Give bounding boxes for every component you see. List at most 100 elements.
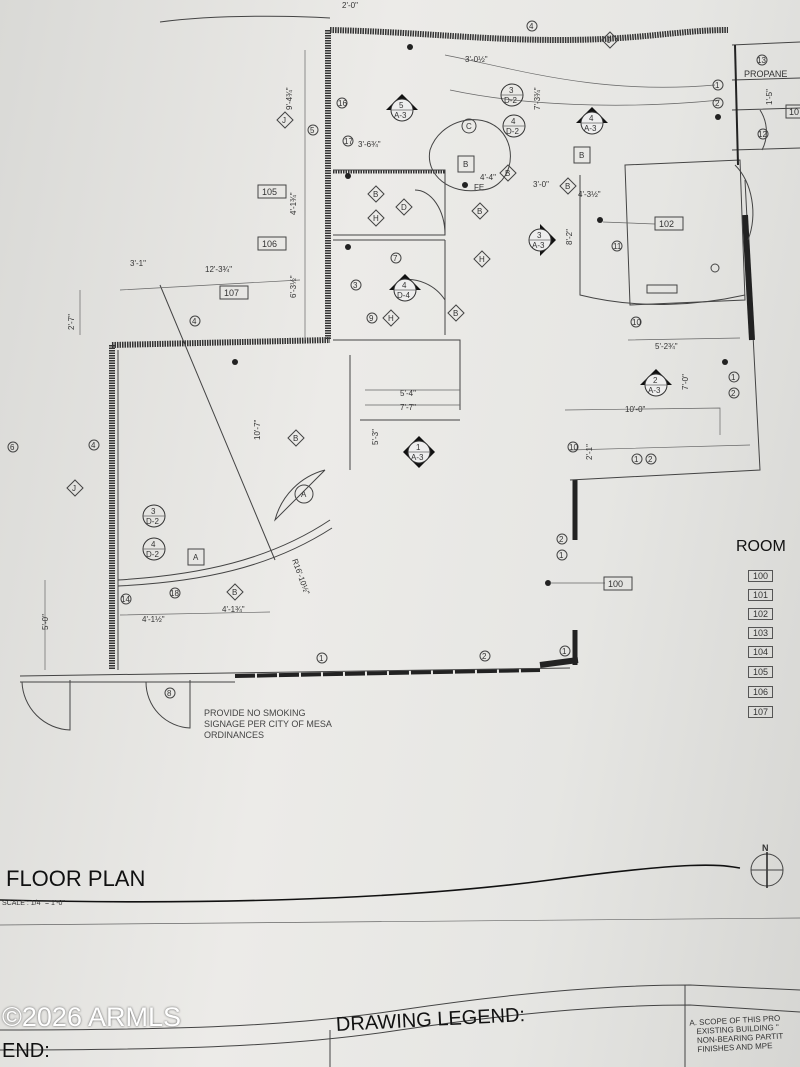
room-schedule-item: 107 [748, 706, 774, 718]
svg-text:A-3: A-3 [532, 241, 545, 250]
dimension-label: 2'-7" [67, 314, 76, 330]
dimension-label: 5'-4" [400, 389, 416, 398]
svg-text:B: B [373, 190, 378, 199]
svg-text:3: 3 [537, 231, 542, 240]
dimension-label: 10'-0" [625, 405, 646, 414]
fire-extinguisher-label: FE [474, 183, 484, 192]
svg-text:C: C [466, 122, 472, 131]
keynote-markers: 4 16 17 5 3 7 9 4 1 2 11 10 1 2 10 1 2 2… [7, 20, 769, 699]
svg-text:8: 8 [167, 689, 172, 698]
dimension-label: 2'-1" [585, 444, 594, 460]
svg-text:7: 7 [393, 254, 398, 263]
svg-text:H: H [373, 214, 379, 223]
section-markers: 5A-3 3D-2 4D-2 4A-3 3A-3 4D-4 2A-3 1A-3 … [142, 83, 672, 561]
room-schedule-item: 103 [748, 627, 774, 639]
svg-text:D-2: D-2 [146, 550, 159, 559]
svg-text:5: 5 [310, 126, 315, 135]
svg-text:A-3: A-3 [411, 453, 424, 462]
svg-text:B: B [293, 434, 298, 443]
svg-text:1: 1 [562, 647, 567, 656]
svg-text:4: 4 [91, 441, 96, 450]
svg-text:A-3: A-3 [394, 111, 407, 120]
entry-door [21, 680, 71, 731]
dimension-label: 6'-3½" [289, 275, 298, 298]
dimension-label: 1'-5" [765, 89, 774, 105]
room-107-wall [111, 337, 331, 348]
svg-text:3: 3 [151, 507, 156, 516]
room-schedule-item: 105 [748, 666, 774, 678]
north-arrow-icon: N [750, 843, 784, 888]
svg-text:D-4: D-4 [397, 291, 410, 300]
svg-text:14: 14 [121, 595, 130, 604]
dimension-label: 7'-3¾" [533, 87, 542, 110]
dimension-label: 3'-1" [130, 259, 146, 268]
svg-text:1: 1 [319, 654, 324, 663]
svg-text:J: J [282, 116, 286, 125]
dimension-labels: 2'-0" 9'-4¾" 3'-6¾" 4'-1¾" 6'-3½" 3'-1" … [41, 1, 774, 630]
svg-text:4: 4 [529, 22, 534, 31]
drawing-title: FLOOR PLAN [6, 866, 146, 891]
svg-text:1: 1 [715, 81, 720, 90]
svg-text:H: H [388, 314, 394, 323]
svg-text:6: 6 [10, 443, 15, 452]
svg-text:10: 10 [569, 443, 578, 452]
svg-text:A: A [301, 490, 307, 499]
propane-label: PROPANE [744, 69, 787, 79]
legend-left-heading: END: [2, 1040, 50, 1062]
dimension-label: 12'-3¾" [205, 265, 232, 274]
svg-text:17: 17 [344, 137, 353, 146]
dimension-label: 4'-1¾" [289, 192, 298, 215]
svg-text:2: 2 [731, 389, 736, 398]
dimension-label: 4'-3½" [578, 190, 601, 199]
svg-text:5: 5 [399, 101, 404, 110]
svg-text:B: B [232, 588, 237, 597]
svg-text:4: 4 [511, 117, 516, 126]
svg-text:16: 16 [338, 99, 347, 108]
dimension-label: 3'-0" [533, 180, 549, 189]
svg-text:A: A [193, 553, 199, 562]
svg-text:1: 1 [416, 443, 421, 452]
general-notes: A. SCOPE OF THIS PRO EXISTING BUILDING "… [689, 1013, 784, 1055]
door-8 [145, 680, 191, 729]
dimension-label: 7'-7" [400, 403, 416, 412]
svg-text:9: 9 [369, 314, 374, 323]
room-tag-10x: 10 [789, 107, 799, 117]
svg-text:4: 4 [402, 281, 407, 290]
svg-text:2: 2 [648, 455, 653, 464]
dimension-label: 8'-2" [565, 229, 574, 245]
dimension-label: 4'-4" [480, 173, 496, 182]
svg-text:3: 3 [509, 86, 514, 95]
dimension-label: 9'-4¾" [285, 87, 294, 110]
svg-text:J: J [607, 36, 611, 45]
svg-text:2: 2 [559, 535, 564, 544]
svg-text:3: 3 [353, 281, 358, 290]
svg-text:D-2: D-2 [504, 96, 517, 105]
svg-text:B: B [505, 169, 510, 178]
watermark: ©2026 ARMLS [2, 1002, 181, 1032]
room-tag-102: 102 [659, 219, 674, 229]
svg-text:1: 1 [634, 455, 639, 464]
dimension-label: 3'-0½" [465, 55, 488, 64]
drawing-scale: SCALE : 1/4" = 1'-0" [2, 900, 65, 907]
door-tags: B D H B H B B H C B A B B J J J A B B [66, 31, 619, 601]
svg-text:D-2: D-2 [146, 517, 159, 526]
svg-text:18: 18 [170, 589, 179, 598]
dimension-label: 4'-1¾" [222, 605, 245, 614]
north-wall [329, 27, 729, 44]
svg-text:10: 10 [632, 318, 641, 327]
dimension-label: 10'-7" [253, 419, 262, 440]
svg-text:4: 4 [192, 317, 197, 326]
room-tag-106: 106 [262, 239, 277, 249]
svg-text:B: B [477, 207, 482, 216]
room-schedule-item: 104 [748, 646, 774, 658]
dimension-label: 7'-0" [681, 374, 690, 390]
room-schedule-item: 102 [748, 608, 774, 620]
dimension-label: 4'-1½" [142, 615, 165, 624]
svg-text:2: 2 [653, 376, 658, 385]
svg-text:A-3: A-3 [584, 124, 597, 133]
room-tag-105: 105 [262, 187, 277, 197]
room-tag-100: 100 [608, 579, 623, 589]
svg-text:1: 1 [559, 551, 564, 560]
dimension-label: 5'-2¾" [655, 342, 678, 351]
